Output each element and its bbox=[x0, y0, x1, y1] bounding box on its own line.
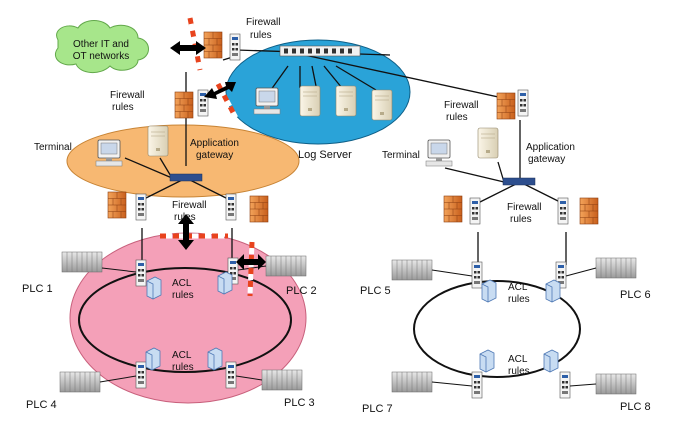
firewall-right-label-1: Firewall bbox=[444, 100, 478, 111]
firewall-left-lower-label-2: rules bbox=[174, 212, 196, 223]
left-gateway-label-1: Application bbox=[190, 138, 239, 149]
left-plc-ring bbox=[78, 267, 292, 373]
plc4-rack-icon bbox=[59, 371, 101, 393]
firewall-top-label-2: rules bbox=[250, 30, 272, 41]
acl-icon-plc4 bbox=[145, 347, 161, 371]
plc1-label: PLC 1 bbox=[22, 283, 53, 295]
right-terminal-icon bbox=[425, 139, 453, 167]
firewall-right-lower-label-1: Firewall bbox=[507, 202, 541, 213]
switch-right-lower-b bbox=[557, 197, 569, 225]
firewall-right-lower-label-2: rules bbox=[510, 214, 532, 225]
plc6-rack-icon bbox=[595, 257, 637, 279]
log-server-2-icon bbox=[335, 85, 357, 117]
firewall-left-lower-b bbox=[249, 195, 269, 223]
double-arrow-cloud bbox=[170, 41, 206, 55]
plc-links bbox=[99, 265, 597, 387]
plc8-label: PLC 8 bbox=[620, 401, 651, 413]
log-terminal-icon bbox=[253, 87, 281, 115]
firewall-left-label-2: rules bbox=[112, 102, 134, 113]
left-gateway-switch bbox=[169, 173, 203, 182]
right-acl-lower-label-1: ACL bbox=[508, 354, 528, 365]
log-server-1-icon bbox=[299, 85, 321, 117]
firewall-right-label-2: rules bbox=[446, 112, 468, 123]
acl-icon-plc1 bbox=[146, 276, 162, 300]
ring-switch-plc8 bbox=[559, 371, 571, 399]
left-acl-lower-label-1: ACL bbox=[172, 350, 192, 361]
acl-icon-plc2 bbox=[217, 271, 233, 295]
right-gateway-label-1: Application bbox=[526, 142, 575, 153]
barrier-plc2 bbox=[247, 241, 255, 297]
ring-switch-plc1 bbox=[135, 259, 147, 287]
plc3-label: PLC 3 bbox=[284, 397, 315, 409]
cloud-label-line2: OT networks bbox=[73, 51, 130, 62]
left-acl-upper-label-1: ACL bbox=[172, 278, 192, 289]
right-plc-ring bbox=[413, 280, 581, 378]
ring-switch-plc5 bbox=[471, 261, 483, 289]
plc7-rack-icon bbox=[391, 371, 433, 393]
acl-icon-plc8 bbox=[543, 349, 559, 373]
plc5-rack-icon bbox=[391, 259, 433, 281]
firewall-right-lower-b bbox=[579, 197, 599, 225]
right-app-gateway-icon bbox=[477, 127, 499, 159]
left-gateway-label-2: gateway bbox=[196, 150, 233, 161]
ring-switch-plc7 bbox=[471, 371, 483, 399]
plc2-rack-icon bbox=[265, 255, 307, 277]
right-gateway-label-2: gateway bbox=[528, 154, 565, 165]
log-server-label: Log Server bbox=[298, 149, 352, 161]
ring-switch-plc4 bbox=[135, 361, 147, 389]
plc8-rack-icon bbox=[595, 373, 637, 395]
switch-right-upper bbox=[517, 89, 529, 117]
barrier-top bbox=[187, 17, 203, 71]
right-acl-upper-label-1: ACL bbox=[508, 282, 528, 293]
core-switch bbox=[279, 45, 361, 57]
acl-icon-plc3 bbox=[207, 347, 223, 371]
plc4-label: PLC 4 bbox=[26, 399, 57, 411]
left-gateway-zone bbox=[66, 124, 300, 198]
acl-icon-plc7 bbox=[479, 349, 495, 373]
firewall-top bbox=[203, 31, 223, 59]
left-terminal-icon bbox=[95, 139, 123, 167]
plc6-label: PLC 6 bbox=[620, 289, 651, 301]
acl-icon-plc6 bbox=[545, 279, 561, 303]
double-arrow-firewall bbox=[204, 82, 236, 99]
firewall-left-lower-label-1: Firewall bbox=[172, 200, 206, 211]
switch-left-lower-b bbox=[225, 193, 237, 221]
switch-left-lower-a bbox=[135, 193, 147, 221]
double-arrow-plc2 bbox=[236, 254, 266, 270]
firewall-right-upper bbox=[496, 92, 516, 120]
switch-right-lower-a bbox=[469, 197, 481, 225]
firewall-left-upper bbox=[174, 91, 194, 119]
other-networks-cloud bbox=[54, 20, 149, 73]
right-gateway-switch bbox=[502, 177, 536, 186]
firewall-left-lower-a bbox=[107, 191, 127, 219]
log-server-3-icon bbox=[371, 89, 393, 121]
plc3-rack-icon bbox=[261, 369, 303, 391]
cloud-label-line1: Other IT and bbox=[73, 39, 129, 50]
ring-switch-plc3 bbox=[225, 361, 237, 389]
firewall-left-label-1: Firewall bbox=[110, 90, 144, 101]
right-acl-upper-label-2: rules bbox=[508, 294, 530, 305]
left-terminal-label: Terminal bbox=[34, 142, 72, 153]
left-acl-upper-label-2: rules bbox=[172, 290, 194, 301]
acl-icon-plc5 bbox=[481, 279, 497, 303]
plc1-rack-icon bbox=[61, 251, 103, 273]
firewall-right-lower-a bbox=[443, 195, 463, 223]
left-app-gateway-icon bbox=[147, 125, 169, 157]
plc5-label: PLC 5 bbox=[360, 285, 391, 297]
right-terminal-label: Terminal bbox=[382, 150, 420, 161]
plc7-label: PLC 7 bbox=[362, 403, 393, 415]
switch-left-upper bbox=[197, 89, 209, 117]
firewall-top-label-1: Firewall bbox=[246, 17, 280, 28]
right-acl-lower-label-2: rules bbox=[508, 366, 530, 377]
plc2-label: PLC 2 bbox=[286, 285, 317, 297]
left-acl-lower-label-2: rules bbox=[172, 362, 194, 373]
switch-top bbox=[229, 33, 241, 61]
double-arrow-gateway bbox=[178, 214, 194, 250]
